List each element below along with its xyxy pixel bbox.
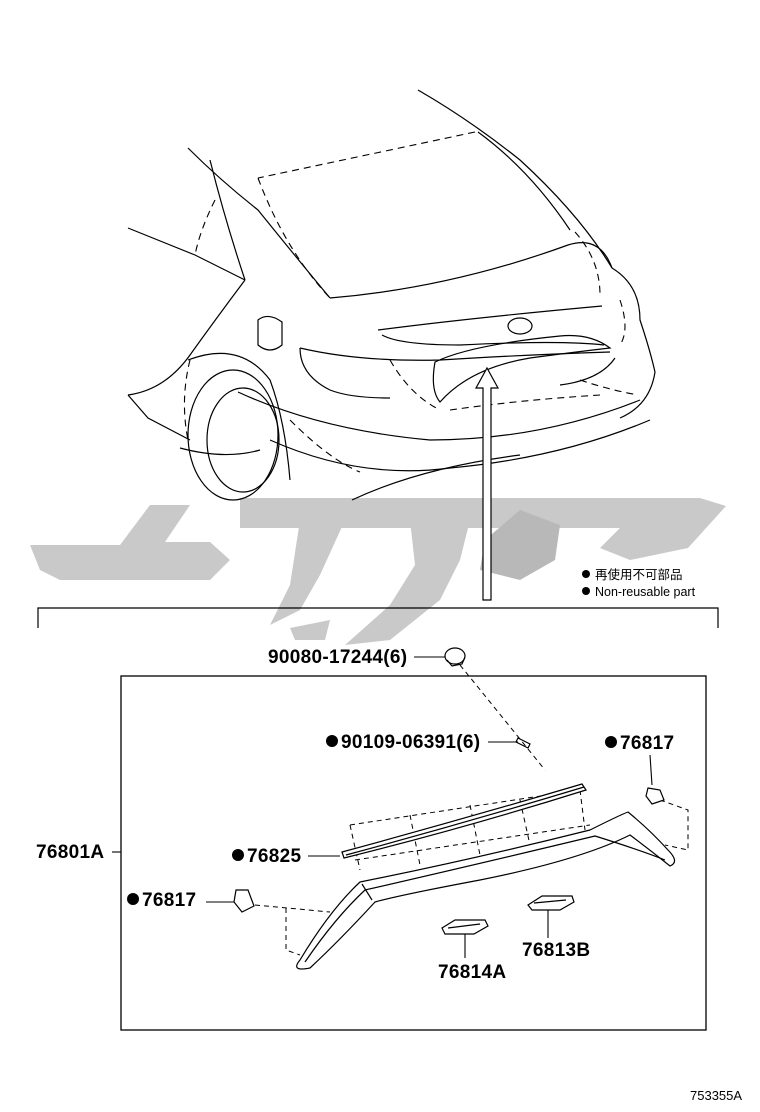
bullet-icon — [582, 570, 590, 578]
legend: 再使用不可部品 Non-reusable part — [582, 564, 695, 599]
part-label-76814a[interactable]: 76814A — [438, 962, 507, 983]
bullet-icon — [582, 587, 590, 595]
part-label-90080-17244[interactable]: 90080-17244(6) — [268, 647, 408, 668]
part-label-76801a[interactable]: 76801A — [36, 842, 105, 863]
legend-item-en: Non-reusable part — [582, 585, 695, 599]
part-label-76825[interactable]: 76825 — [232, 846, 301, 868]
legend-item-jp: 再使用不可部品 — [582, 564, 695, 583]
part-label-76813b[interactable]: 76813B — [522, 940, 591, 961]
illustration-number: 753355A — [690, 1088, 743, 1103]
location-arrow — [474, 366, 500, 601]
vehicle-outline — [127, 89, 656, 501]
non-reusable-icon — [232, 849, 244, 861]
part-label-90109-06391[interactable]: 90109-06391(6) — [326, 732, 480, 754]
non-reusable-icon — [605, 736, 617, 748]
watermark-logo — [30, 498, 726, 645]
non-reusable-icon — [326, 735, 338, 747]
part-label-76817-left[interactable]: 76817 — [127, 890, 196, 912]
non-reusable-icon — [127, 893, 139, 905]
vehicle-hidden-lines — [183, 131, 639, 473]
assembly-dashed-lines — [254, 664, 689, 956]
part-label-76817-right[interactable]: 76817 — [605, 733, 674, 755]
parts-drawings — [233, 647, 676, 970]
group-bracket — [37, 607, 719, 628]
parts-frame — [120, 675, 707, 1031]
leader-lines — [112, 656, 653, 958]
